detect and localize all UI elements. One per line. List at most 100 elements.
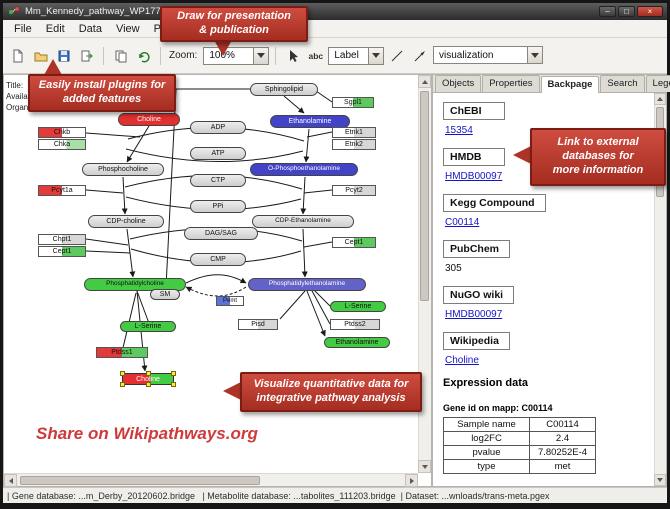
save-icon — [58, 50, 69, 61]
undo-icon — [138, 51, 150, 62]
export-icon — [81, 50, 93, 61]
tab-search[interactable]: Search — [600, 75, 645, 92]
tab-properties[interactable]: Properties — [482, 75, 540, 92]
node-chpt1[interactable]: Chpt1 — [38, 234, 86, 245]
undo-button[interactable] — [133, 45, 154, 66]
pathway-canvas[interactable]: Title: Availa Organ — [3, 74, 432, 487]
kegg-link[interactable]: C00114 — [445, 217, 480, 228]
node-cdp-ethanolamine[interactable]: CDP-Ethanolamine — [252, 215, 354, 228]
selection-handle[interactable] — [171, 371, 176, 376]
node-ethanolamine-top[interactable]: Ethanolamine — [270, 115, 350, 128]
chebi-link[interactable]: 15354 — [445, 125, 473, 136]
scroll-down-button[interactable] — [654, 474, 666, 486]
scroll-up-button[interactable] — [418, 75, 431, 88]
node-dag[interactable]: DAG/SAG — [184, 227, 258, 240]
selection-handle[interactable] — [146, 371, 151, 376]
node-l-serine-left[interactable]: L-Serine — [120, 321, 176, 332]
datanode-dropdown-icon[interactable] — [368, 47, 384, 64]
node-sgpl1[interactable]: Sgpl1 — [332, 97, 374, 108]
selection-tool-button[interactable] — [282, 45, 303, 66]
node-ctp[interactable]: CTP — [190, 174, 246, 187]
menu-view[interactable]: View — [115, 22, 140, 35]
minimize-button[interactable]: – — [599, 6, 616, 17]
node-cdp-choline[interactable]: CDP-choline — [88, 215, 164, 228]
tab-backpage[interactable]: Backpage — [540, 76, 600, 93]
node-pemt[interactable]: Pemt — [216, 296, 244, 306]
callout-visualize-data: Visualize quantitative data for integrat… — [240, 372, 422, 412]
save-button[interactable] — [53, 45, 74, 66]
node-ptdss2[interactable]: Ptdss2 — [330, 319, 380, 330]
node-chka[interactable]: Chka — [38, 139, 86, 150]
line-tool-button[interactable] — [386, 45, 407, 66]
node-ethanolamine-bottom[interactable]: Ethanolamine — [324, 337, 390, 348]
node-cept1-left[interactable]: Cept1 — [38, 246, 86, 257]
selection-handle[interactable] — [171, 382, 176, 387]
new-file-button[interactable] — [7, 45, 28, 66]
node-pcyt1a[interactable]: Pcyt1a — [38, 185, 86, 196]
scroll-up-button[interactable] — [654, 93, 666, 105]
node-pisd[interactable]: Pisd — [238, 319, 278, 330]
node-etnk1[interactable]: Etnk1 — [332, 127, 376, 138]
node-ptdss1[interactable]: Ptdss1 — [96, 347, 148, 358]
text-label-tool-button[interactable]: abc — [305, 45, 326, 66]
node-choline-top[interactable]: Choline — [118, 113, 180, 126]
node-choline-selected[interactable]: Choline — [120, 371, 176, 387]
node-sm[interactable]: SM — [150, 289, 180, 300]
visualization-dropdown-icon[interactable] — [527, 47, 542, 63]
canvas-horizontal-scrollbar[interactable] — [4, 473, 418, 487]
maximize-button[interactable]: □ — [618, 6, 635, 17]
selection-handle[interactable] — [146, 382, 151, 387]
section-header-nugo: NuGO wiki — [443, 286, 515, 304]
copy-icon — [115, 50, 126, 62]
arrow-icon — [414, 50, 425, 61]
hmdb-link[interactable]: HMDB00097 — [445, 171, 503, 182]
selection-handle[interactable] — [120, 371, 125, 376]
share-wikipathways-text: Share on Wikipathways.org — [36, 424, 258, 443]
export-button[interactable] — [76, 45, 97, 66]
table-cell: 2.4 — [529, 431, 596, 446]
tab-objects[interactable]: Objects — [435, 75, 482, 92]
tab-legend[interactable]: Legend — [645, 75, 670, 92]
wikipedia-link[interactable]: Choline — [445, 355, 479, 366]
expression-table: Sample name C00114 log2FC 2.4 pvalue 7.8… — [443, 417, 596, 474]
callout-draw-presentation: Draw for presentation & publication — [160, 6, 308, 42]
node-phosphocholine[interactable]: Phosphocholine — [82, 163, 164, 176]
menu-bar: File Edit Data View Plugins Help — [3, 20, 667, 38]
node-etnk2[interactable]: Etnk2 — [332, 139, 376, 150]
vertical-scroll-thumb[interactable] — [420, 91, 429, 301]
horizontal-scroll-thumb[interactable] — [20, 476, 260, 485]
node-ppi[interactable]: PPi — [190, 200, 246, 213]
node-phosphatidylethanolamine[interactable]: Phosphatidylethanolamine — [248, 278, 366, 291]
menu-edit[interactable]: Edit — [45, 22, 65, 35]
arrow-tool-button[interactable] — [409, 45, 430, 66]
new-file-icon — [13, 49, 22, 62]
node-o-phosphoethanolamine[interactable]: O-Phosphoethanolamine — [250, 163, 358, 176]
close-button[interactable]: × — [637, 6, 663, 17]
node-l-serine-right[interactable]: L-Serine — [330, 301, 386, 312]
table-cell: Sample name — [443, 417, 530, 432]
canvas-vertical-scrollbar[interactable] — [418, 75, 431, 473]
node-pcyt2[interactable]: Pcyt2 — [332, 185, 376, 196]
nugo-link[interactable]: HMDB00097 — [445, 309, 503, 320]
drawing-area[interactable]: Title: Availa Organ — [4, 75, 418, 473]
sidebar-tabs: Objects Properties Backpage Search Legen… — [433, 75, 670, 93]
menu-file[interactable]: File — [14, 22, 32, 35]
copy-button[interactable] — [110, 45, 131, 66]
scroll-right-button[interactable] — [405, 474, 418, 487]
node-sphingolipid[interactable]: Sphingolipid — [250, 83, 318, 96]
selection-handle[interactable] — [120, 382, 125, 387]
visualization-select[interactable]: visualization — [433, 46, 543, 64]
main-content: Title: Availa Organ — [3, 74, 670, 487]
menu-data[interactable]: Data — [78, 22, 102, 35]
node-adp[interactable]: ADP — [190, 121, 246, 134]
scroll-left-button[interactable] — [4, 474, 17, 487]
zoom-dropdown-icon[interactable] — [253, 47, 269, 64]
node-cmp[interactable]: CMP — [190, 253, 246, 266]
scroll-down-button[interactable] — [418, 460, 431, 473]
datanode-type-select[interactable]: Label — [328, 46, 385, 65]
node-phosphatidylcholine[interactable]: Phosphatidylcholine — [84, 278, 186, 291]
node-label: Choline — [136, 375, 160, 383]
node-atp[interactable]: ATP — [190, 147, 246, 160]
node-chkb[interactable]: Chkb — [38, 127, 86, 138]
node-cept1-right[interactable]: Cept1 — [332, 237, 376, 248]
